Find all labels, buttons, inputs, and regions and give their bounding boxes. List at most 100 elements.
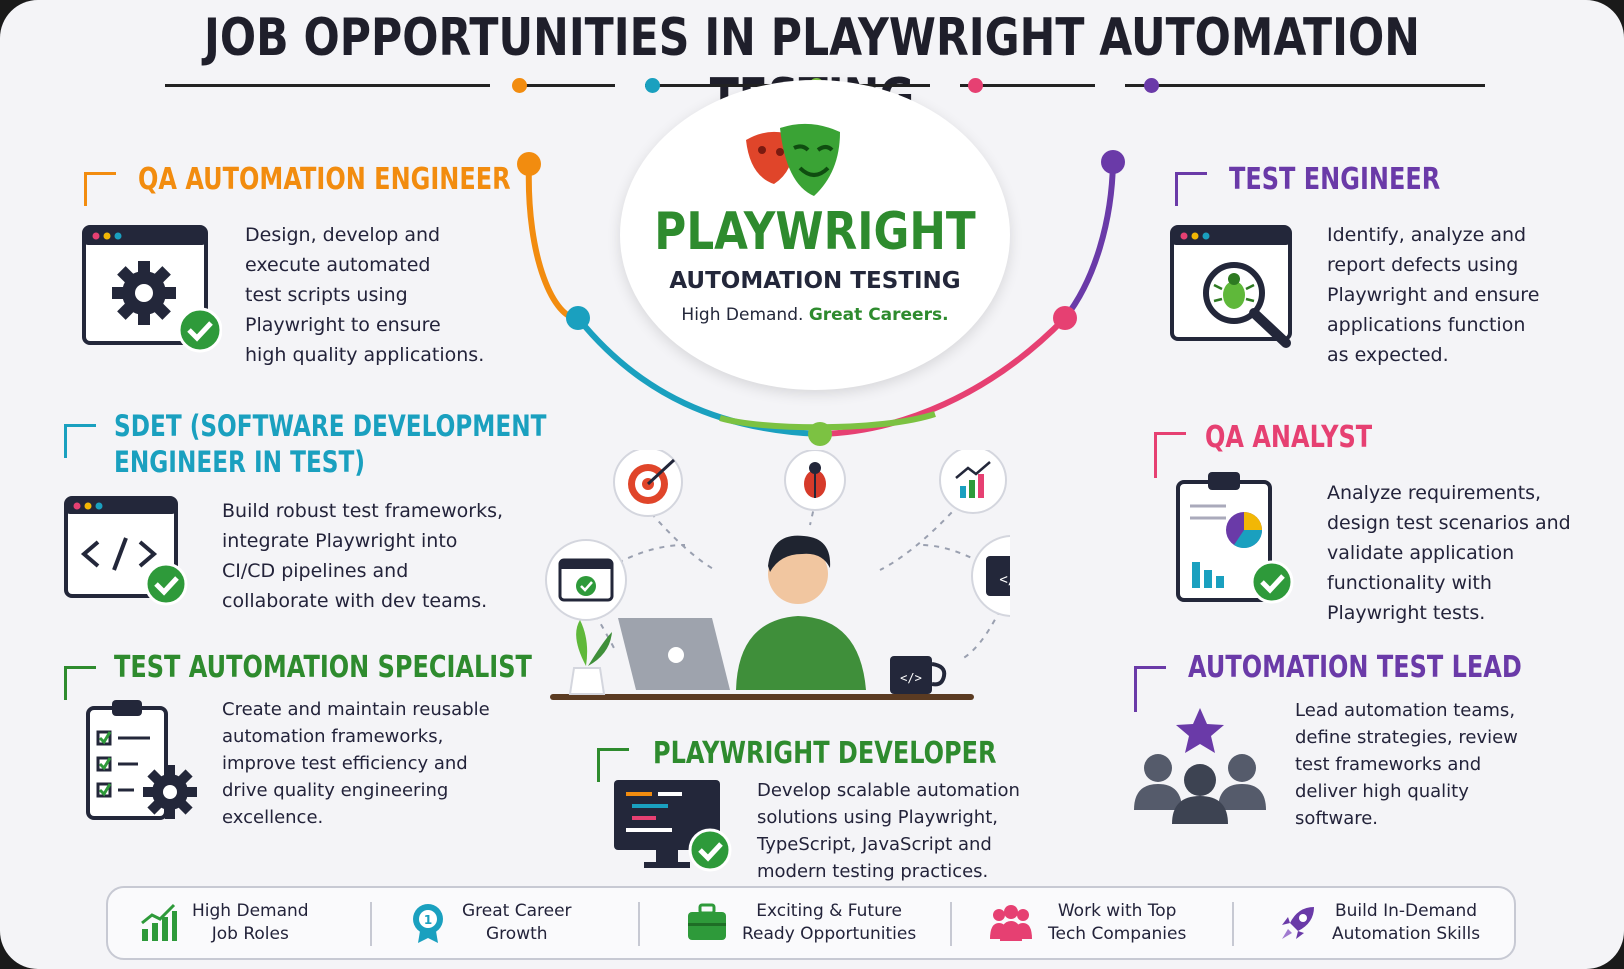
gear-window-icon	[82, 225, 222, 353]
role-title-qa-automation-engineer: QA AUTOMATION ENGINEER	[138, 162, 511, 197]
tagline-accent: Great Careers.	[808, 305, 949, 325]
checklist-gear-icon	[86, 700, 197, 820]
team-star-icon	[1134, 708, 1266, 824]
desc-line: applications function	[1327, 314, 1526, 336]
tagline-plain: High Demand.	[681, 305, 804, 325]
bracket-decoration	[1175, 172, 1207, 206]
benefit-item: Work with Top Tech Companies	[988, 888, 1186, 958]
benefit-line: High Demand	[192, 901, 309, 921]
divider	[370, 902, 372, 946]
desc-line: Playwright tests.	[1327, 602, 1486, 624]
desc-line: integrate Playwright into	[222, 530, 458, 552]
divider	[1232, 902, 1234, 946]
desc-line: Playwright to ensure	[245, 314, 441, 336]
brand-subtitle: AUTOMATION TESTING	[669, 268, 961, 294]
desc-line: as expected.	[1327, 344, 1449, 366]
role-desc-sdet: Build robust test frameworks, integrate …	[222, 496, 503, 616]
benefit-label: Great Career Growth	[462, 900, 572, 946]
monitor-code-icon	[614, 780, 732, 872]
benefit-item: Exciting & Future Ready Opportunities	[686, 888, 916, 958]
svg-text:</>: </>	[900, 671, 922, 685]
title-rule	[165, 84, 490, 87]
benefit-line: Exciting & Future	[756, 901, 902, 921]
developer-avatar	[768, 544, 828, 604]
desc-line: TypeScript, JavaScript and	[757, 834, 992, 855]
benefit-item: 1 Great Career Growth	[408, 888, 572, 958]
desc-line: Playwright and ensure	[1327, 284, 1540, 306]
rocket-icon	[1282, 907, 1314, 939]
desc-line: improve test efficiency and	[222, 753, 468, 774]
brand-tagline: High Demand. Great Careers.	[620, 305, 1010, 325]
divider	[638, 902, 640, 946]
title-rule	[1125, 84, 1485, 87]
desc-line: Build robust test frameworks,	[222, 500, 504, 522]
benefit-line: Automation Skills	[1332, 924, 1481, 944]
role-desc-test-automation-specialist: Create and maintain reusable automation …	[222, 696, 490, 831]
benefit-item: High Demand Job Roles	[138, 888, 309, 958]
desc-line: collaborate with dev teams.	[222, 590, 488, 612]
bracket-decoration	[1134, 666, 1166, 712]
benefit-line: Tech Companies	[1048, 924, 1187, 944]
desc-line: test frameworks and	[1295, 754, 1482, 775]
bracket-decoration	[64, 424, 96, 458]
desc-line: deliver high quality	[1295, 781, 1469, 802]
desc-line: software.	[1295, 808, 1379, 829]
benefit-line: Work with Top	[1057, 901, 1177, 921]
clipboard-chart-icon	[1176, 472, 1294, 604]
desc-line: Lead automation teams,	[1295, 700, 1516, 721]
title-dot	[512, 78, 527, 93]
code-window-icon	[64, 496, 188, 606]
desc-line: excellence.	[222, 807, 324, 828]
brand-name: PLAYWRIGHT	[654, 202, 976, 262]
benefit-label: Work with Top Tech Companies	[1048, 900, 1186, 946]
desc-line: test scripts using	[245, 284, 408, 306]
bracket-decoration	[64, 666, 96, 700]
desc-line: Identify, analyze and	[1327, 224, 1527, 246]
benefit-item: Build In-Demand Automation Skills	[1278, 888, 1480, 958]
role-title-automation-test-lead: AUTOMATION TEST LEAD	[1188, 650, 1522, 685]
role-title-test-engineer: TEST ENGINEER	[1229, 162, 1441, 197]
theater-masks-icon	[746, 123, 840, 196]
desc-line: validate application	[1327, 542, 1515, 564]
role-desc-qa-analyst: Analyze requirements, design test scenar…	[1327, 478, 1571, 628]
svg-text:</>: </>	[999, 572, 1010, 588]
desc-line: report defects using	[1327, 254, 1519, 276]
role-title-sdet: SDET (SOFTWARE DEVELOPMENT ENGINEER IN T…	[114, 408, 546, 480]
desc-line: Design, develop and	[245, 224, 441, 246]
desc-line: define strategies, review	[1295, 727, 1518, 748]
role-desc-qa-automation-engineer: Design, develop and execute automated te…	[245, 220, 484, 370]
role-title-line: ENGINEER IN TEST)	[114, 445, 365, 479]
bug-magnifier-icon	[1170, 225, 1292, 348]
role-title-playwright-developer: PLAYWRIGHT DEVELOPER	[653, 736, 997, 771]
role-title-test-automation-specialist: TEST AUTOMATION SPECIALIST	[114, 650, 532, 685]
divider	[950, 902, 952, 946]
desc-line: design test scenarios and	[1327, 512, 1571, 534]
role-title-line: SDET (SOFTWARE DEVELOPMENT	[114, 409, 547, 443]
desc-line: automation frameworks,	[222, 726, 444, 747]
role-title-qa-analyst: QA ANALYST	[1205, 420, 1373, 455]
benefit-line: Great Career	[462, 901, 572, 921]
bracket-decoration	[1154, 432, 1186, 478]
developer-illustration: </> </>	[545, 450, 1010, 700]
benefit-label: Build In-Demand Automation Skills	[1332, 900, 1480, 946]
desc-line: modern testing practices.	[757, 861, 989, 882]
desc-line: CI/CD pipelines and	[222, 560, 409, 582]
bracket-decoration	[597, 748, 629, 782]
desc-line: Create and maintain reusable	[222, 699, 490, 720]
desc-line: drive quality engineering	[222, 780, 449, 801]
award-badge-icon: 1	[413, 904, 443, 943]
title-rule	[515, 84, 615, 87]
desc-line: execute automated	[245, 254, 431, 276]
benefit-line: Job Roles	[211, 924, 289, 944]
benefit-label: Exciting & Future Ready Opportunities	[742, 900, 916, 946]
role-desc-test-engineer: Identify, analyze and report defects usi…	[1327, 220, 1539, 370]
benefits-bar: High Demand Job Roles 1 Great Career Gro…	[106, 886, 1516, 960]
title-dot	[645, 78, 660, 93]
desc-line: Analyze requirements,	[1327, 482, 1542, 504]
desc-line: Develop scalable automation	[757, 780, 1020, 801]
desc-line: functionality with	[1327, 572, 1492, 594]
title-rule	[960, 84, 1095, 87]
title-dot	[968, 78, 983, 93]
